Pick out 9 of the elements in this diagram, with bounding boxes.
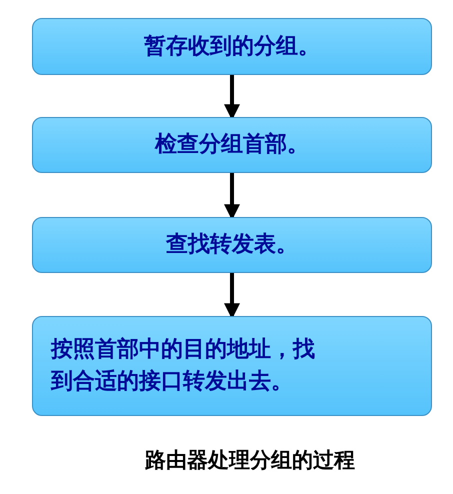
step-text: 暂存收到的分组。 xyxy=(144,32,320,61)
step-text: 按照首部中的目的地址，找到合适的接口转发出去。 xyxy=(51,336,316,396)
process-box xyxy=(32,217,432,273)
step-text: 检查分组首部。 xyxy=(155,131,309,160)
process-box xyxy=(32,316,432,416)
caption: 路由器处理分组的过程 xyxy=(144,447,356,474)
step-text: 查找转发表。 xyxy=(166,231,298,260)
process-box xyxy=(32,117,432,173)
process-box xyxy=(32,18,432,75)
